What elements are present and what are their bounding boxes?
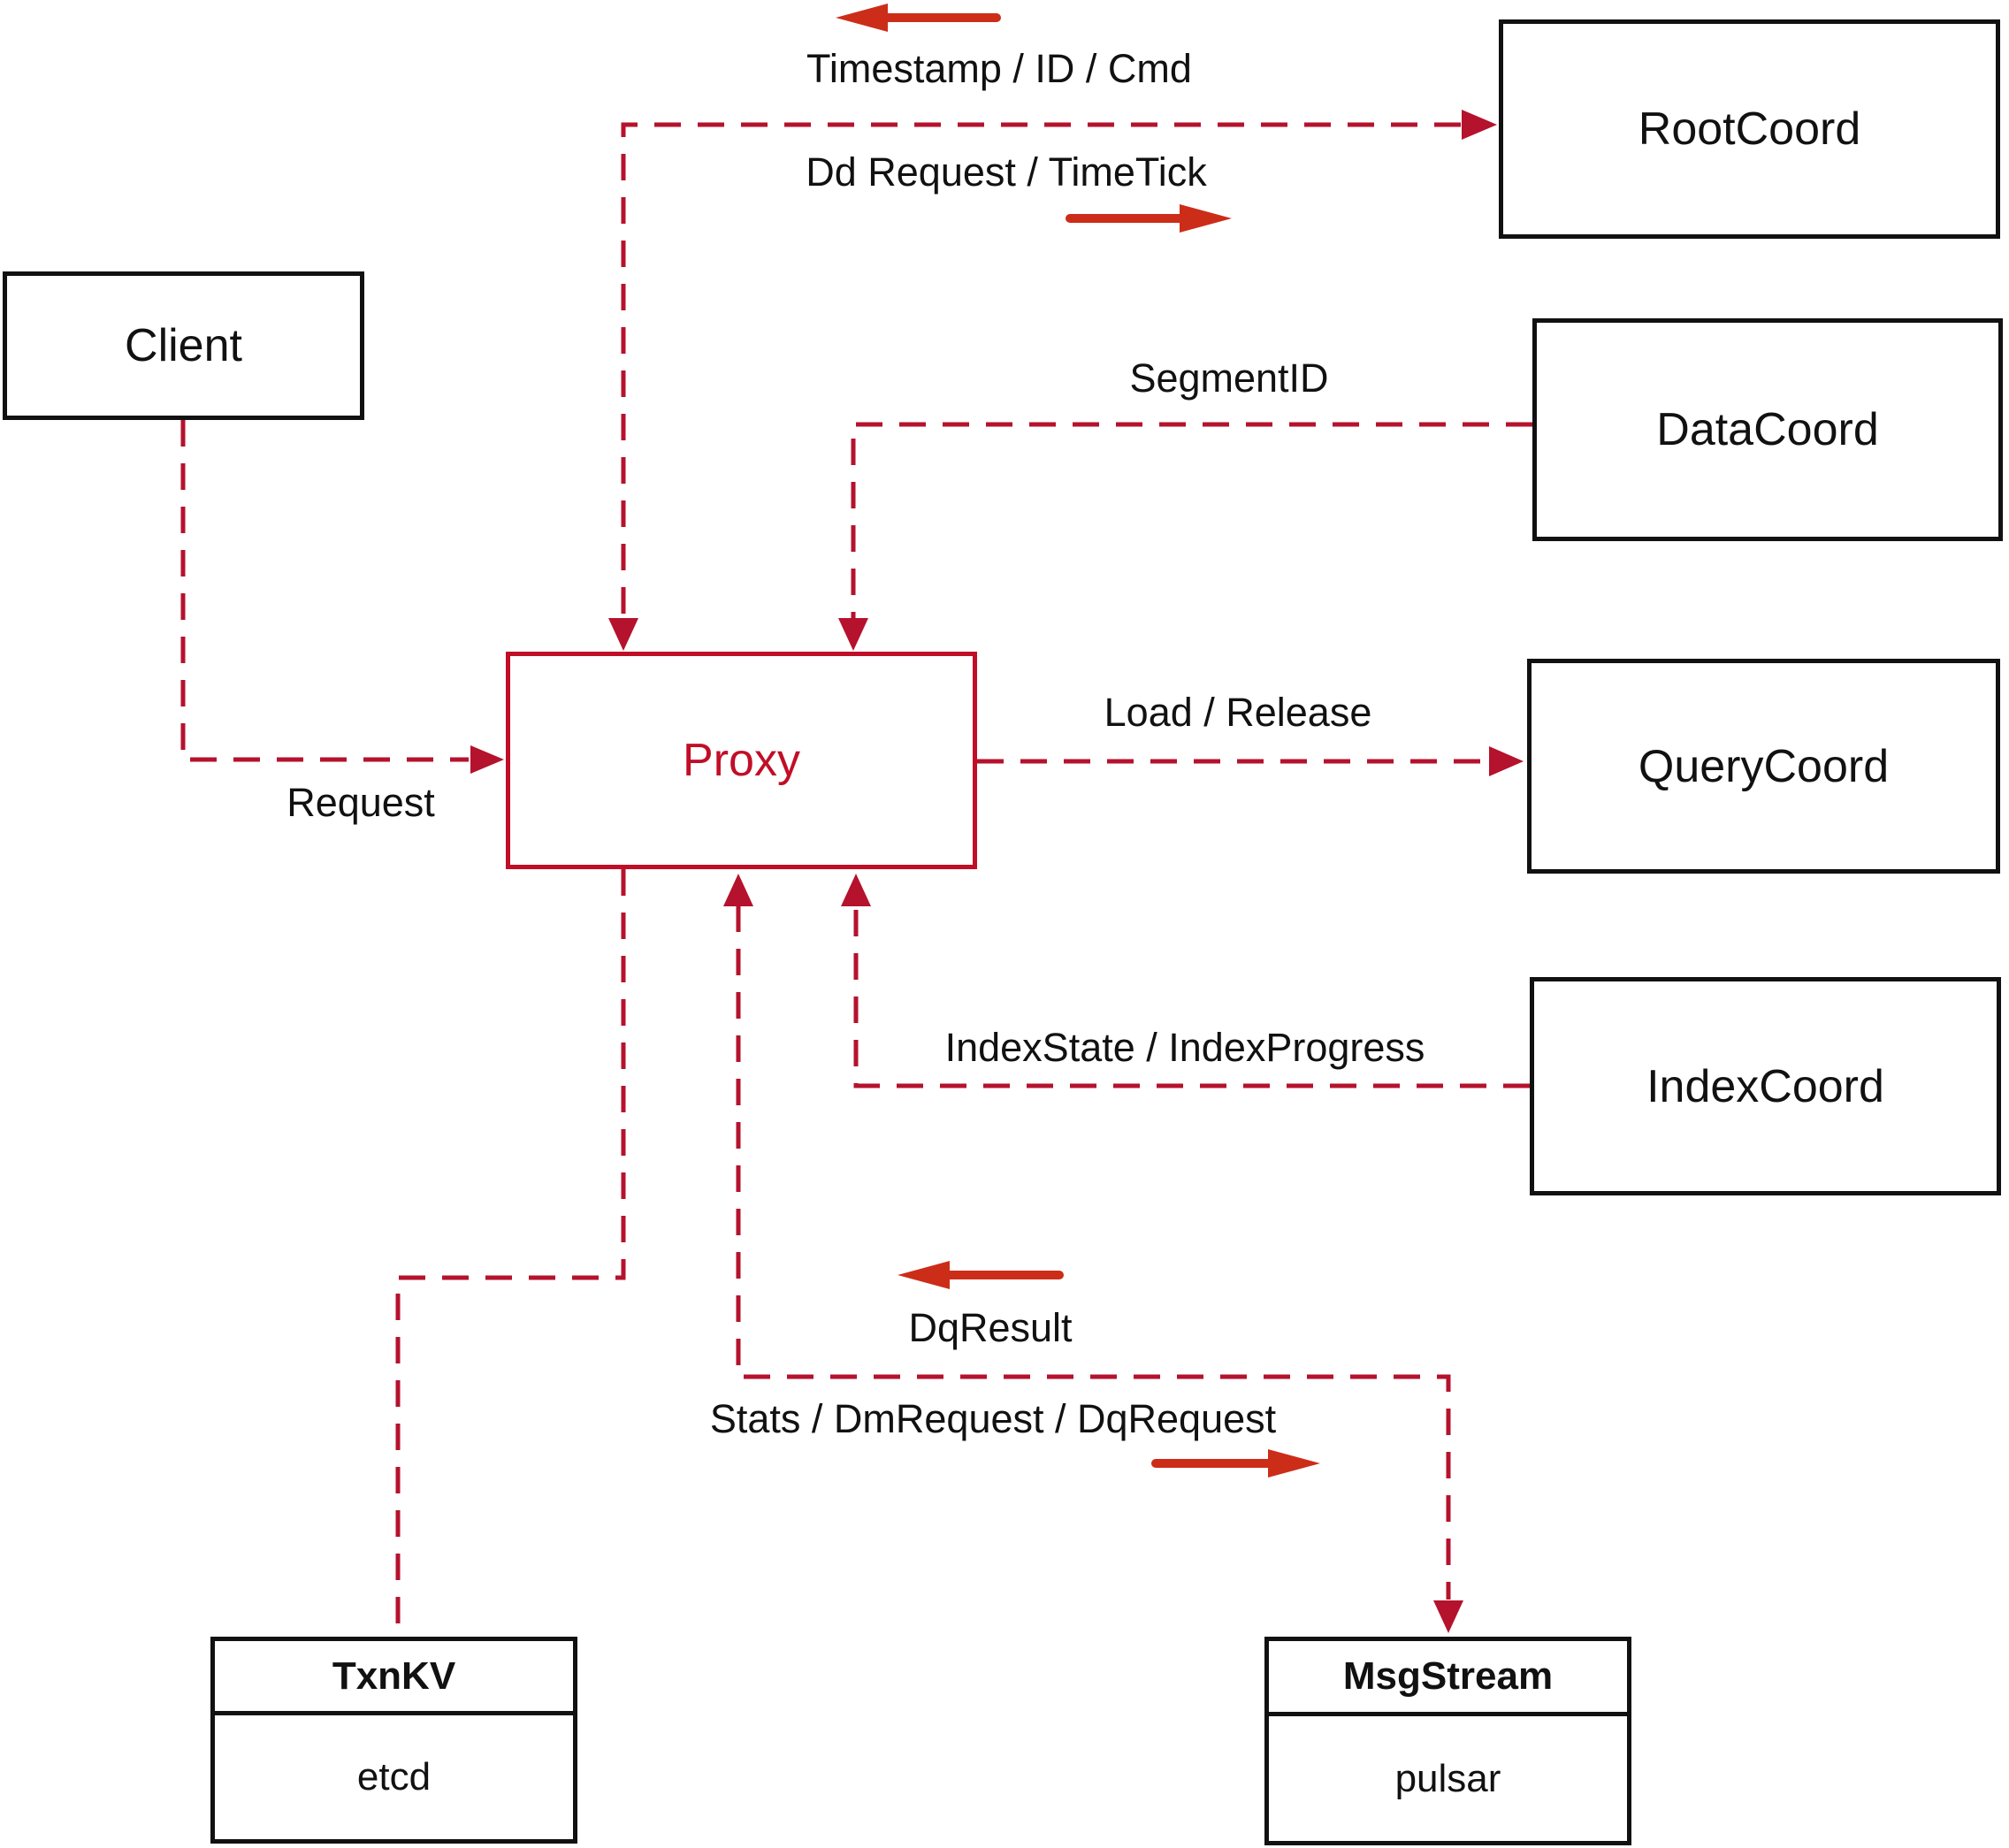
node-querycoord: QueryCoord (1527, 659, 2000, 874)
edge-client-proxy (180, 420, 504, 774)
node-label: Client (125, 320, 242, 371)
edge-indexcoord-proxy (841, 874, 1530, 1088)
node-subtitle: etcd (356, 1755, 432, 1798)
edge-label-stats-dm-dq: Stats / DmRequest / DqRequest (709, 1396, 1277, 1441)
node-msgstream: MsgStream pulsar (1264, 1637, 1631, 1845)
edge-line (395, 869, 626, 1634)
edge-line (851, 422, 1532, 620)
arrowhead (608, 618, 638, 651)
direction-arrow-stats-right (1151, 1449, 1320, 1478)
edge-label-dd-request-timetick: Dd Request / TimeTick (806, 149, 1207, 195)
edge-label-timestamp-id-cmd: Timestamp / ID / Cmd (806, 46, 1192, 91)
edge-label-segment-id: SegmentID (1129, 355, 1329, 401)
edge-proxy-rootcoord (608, 110, 1497, 651)
arrowhead (838, 618, 868, 651)
node-client: Client (3, 271, 364, 420)
node-title: TxnKV (215, 1641, 573, 1715)
node-txnkv: TxnKV etcd (210, 1637, 577, 1844)
edge-datacoord-proxy (838, 422, 1532, 651)
arrowhead (898, 1261, 950, 1289)
node-label: Proxy (683, 735, 800, 786)
edge-proxy-msgstream (723, 874, 1463, 1633)
arrowhead (1462, 110, 1497, 140)
edge-line (621, 122, 1461, 620)
node-label: IndexCoord (1646, 1060, 1884, 1112)
node-label: QueryCoord (1638, 740, 1890, 792)
arrowhead (1268, 1449, 1320, 1478)
edge-label-dq-result: DqResult (908, 1305, 1073, 1350)
direction-arrow-dqresult-left (898, 1261, 1064, 1289)
node-label: DataCoord (1656, 404, 1879, 455)
arrowhead (836, 4, 888, 32)
edge-label-request: Request (286, 780, 435, 825)
arrowhead (1433, 1600, 1463, 1633)
edge-line (736, 905, 1451, 1600)
node-proxy: Proxy (506, 652, 977, 869)
direction-arrow-timestamp-left (836, 4, 1001, 32)
edge-line (180, 420, 469, 762)
arrowhead (723, 874, 753, 906)
node-title: MsgStream (1269, 1641, 1627, 1716)
node-label: RootCoord (1638, 103, 1861, 155)
arrowhead (1489, 746, 1524, 776)
direction-arrow-ddrequest-right (1066, 204, 1232, 233)
node-datacoord: DataCoord (1532, 318, 2003, 541)
node-subtitle: pulsar (1394, 1756, 1501, 1800)
arrowhead (841, 874, 871, 906)
node-rootcoord: RootCoord (1499, 19, 2000, 239)
edge-proxy-txnkv (395, 869, 626, 1634)
edge-label-index-state-progress: IndexState / IndexProgress (944, 1025, 1425, 1070)
node-indexcoord: IndexCoord (1530, 977, 2001, 1195)
edge-label-load-release: Load / Release (1104, 690, 1372, 735)
edge-proxy-querycoord (977, 746, 1524, 776)
arrowhead (470, 745, 504, 774)
arrowhead (1180, 204, 1232, 233)
edge-line (853, 905, 1530, 1088)
